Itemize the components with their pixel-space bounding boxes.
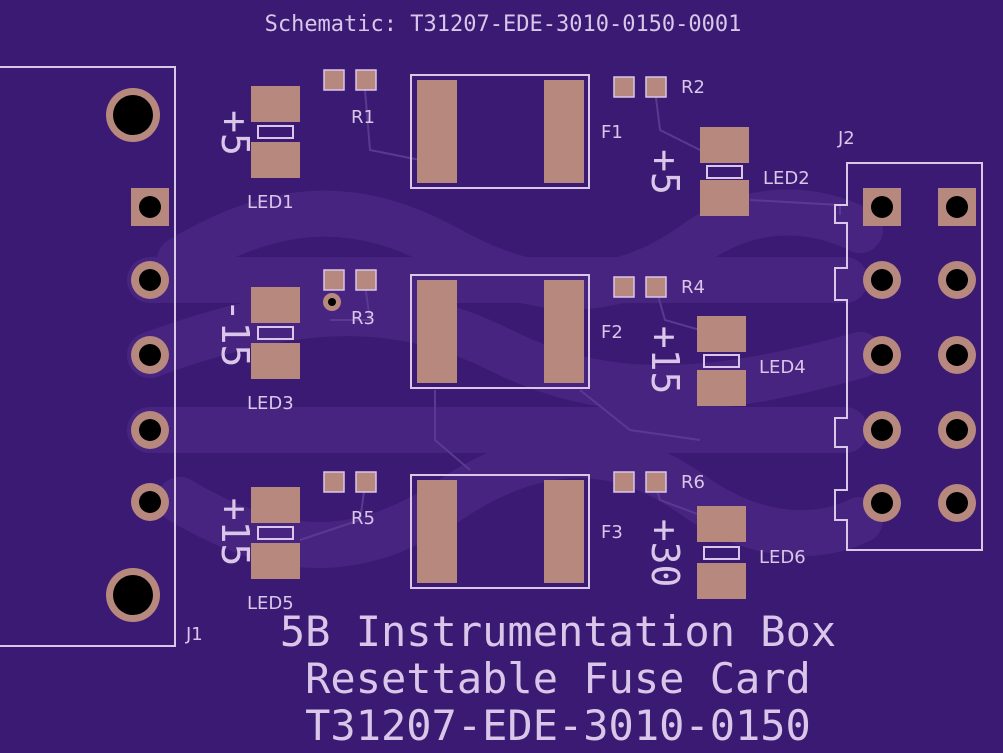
label-r5: R5	[351, 508, 375, 529]
fuse-f2	[410, 274, 590, 389]
title-line3: T31207-EDE-3010-0150	[305, 701, 811, 750]
j1-pins	[131, 188, 169, 521]
label-led4: LED4	[759, 357, 806, 378]
label-led5: LED5	[247, 593, 294, 614]
led-pads-right	[697, 127, 749, 599]
label-r1: R1	[351, 107, 375, 128]
voltage-led4: +15	[643, 326, 687, 395]
label-led6: LED6	[759, 547, 806, 568]
fuse-f3	[410, 474, 590, 589]
voltage-led6: +30	[643, 519, 687, 588]
label-f1: F1	[601, 122, 623, 143]
voltage-led5: +15	[213, 498, 257, 567]
led-pads-left	[251, 86, 300, 579]
label-r4: R4	[681, 277, 705, 298]
j2-outline	[834, 162, 983, 551]
voltage-led2: +5	[643, 149, 687, 195]
label-f2: F2	[601, 322, 623, 343]
fuse-f1	[410, 74, 590, 189]
label-r3: R3	[351, 308, 375, 329]
resistor-pads	[323, 69, 667, 493]
label-r2: R2	[681, 77, 705, 98]
label-led1: LED1	[247, 192, 294, 213]
title-line2: Resettable Fuse Card	[305, 654, 811, 703]
label-r6: R6	[681, 472, 705, 493]
title-line1: 5B Instrumentation Box	[280, 607, 836, 656]
label-led2: LED2	[763, 168, 810, 189]
j1-outline	[0, 66, 176, 647]
j2-pins	[863, 188, 976, 522]
j1-mounting-holes	[106, 88, 160, 622]
label-led3: LED3	[247, 393, 294, 414]
schematic-label: Schematic: T31207-EDE-3010-0150-0001	[265, 12, 742, 37]
voltage-led3: -15	[213, 299, 257, 368]
via	[323, 293, 341, 311]
label-f3: F3	[601, 522, 623, 543]
label-j1: J1	[185, 624, 203, 645]
voltage-led1: +5	[213, 110, 257, 156]
label-j2: J2	[837, 128, 855, 149]
